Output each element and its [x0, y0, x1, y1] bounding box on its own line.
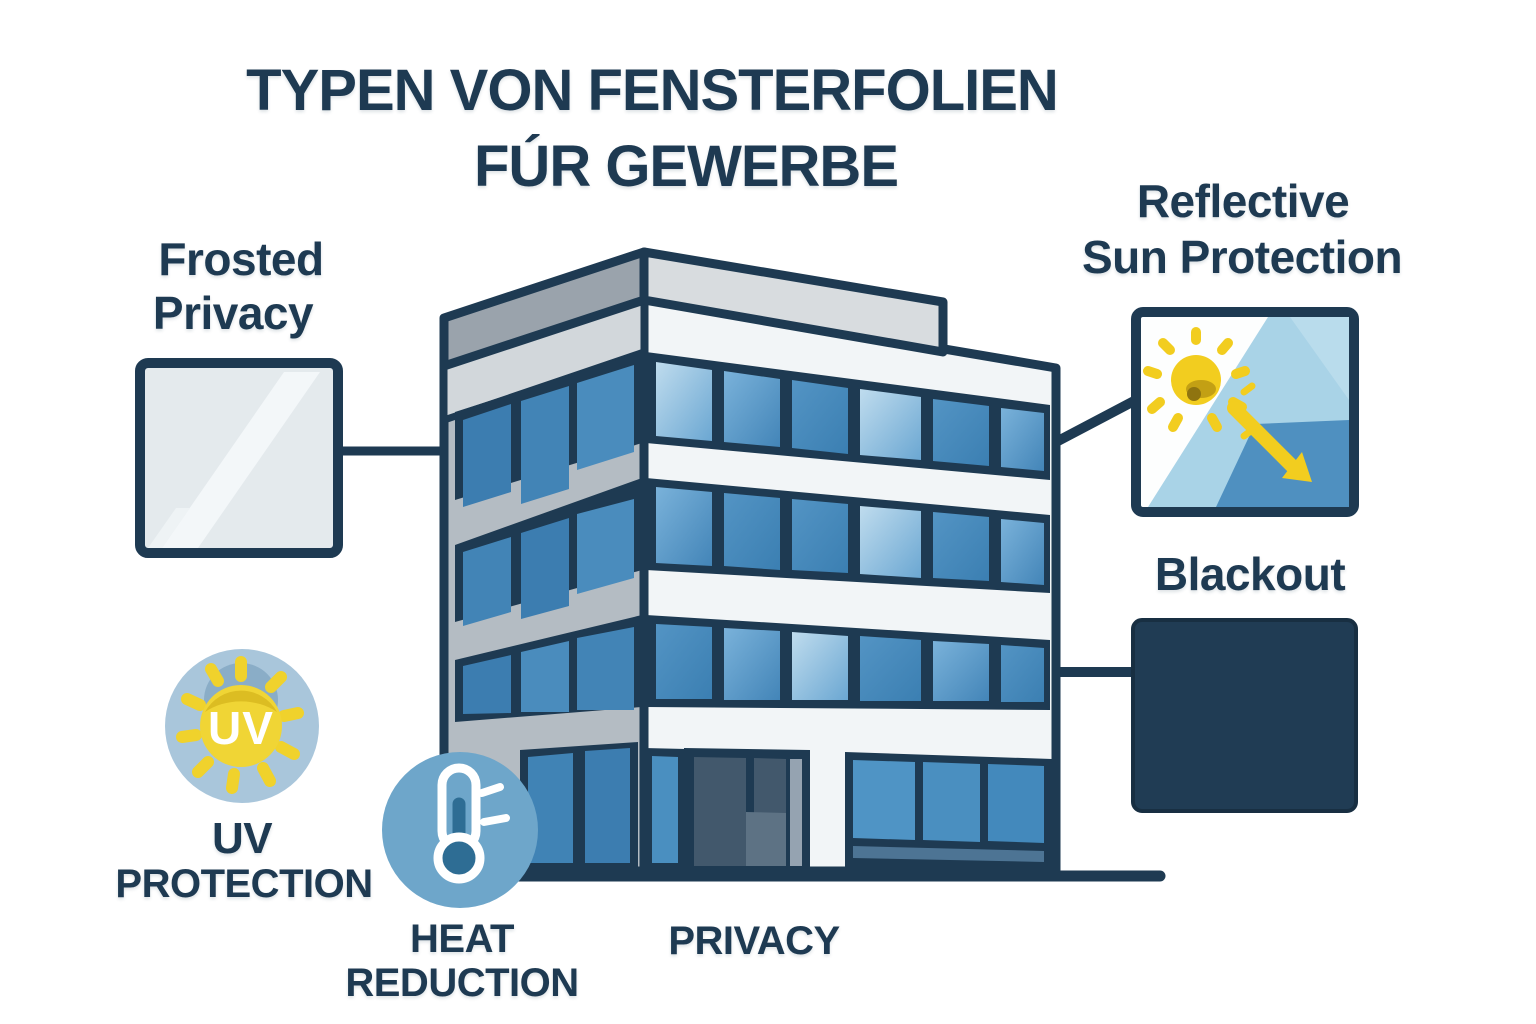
label-uv-line-1: UV [211, 814, 273, 863]
label-reflective-line-2: Sun Protection [1081, 231, 1403, 283]
blackout-film-swatch [1131, 618, 1358, 813]
reflection-arrow-icon [1227, 382, 1312, 482]
label-blackout: Blackout [1154, 548, 1346, 600]
frosted-swatch-glare [162, 372, 320, 548]
title-line-2: FÚR GEWERBE [474, 134, 899, 199]
title-line-1: TYPEN VON FENSTERFOLIEN [246, 58, 1059, 123]
sun-icon [1143, 327, 1250, 432]
frosted-glass-swatch [135, 358, 343, 558]
uv-sun-icon: UV [176, 656, 304, 794]
label-uv-line-2: PROTECTION [115, 862, 373, 906]
label-heat-line-1: HEAT [410, 917, 514, 961]
label-reflective-line-1: Reflective [1136, 175, 1350, 227]
front-window-row-2 [646, 478, 1050, 593]
uv-badge-text: UV [208, 702, 274, 754]
uv-protection-icon: UV [165, 649, 319, 803]
front-window-row-3 [646, 615, 1050, 710]
reflective-sky-band-light [1290, 317, 1349, 400]
thermometer-icon [433, 763, 510, 884]
entrance-door [684, 748, 810, 873]
front-ground-windows-right [845, 752, 1052, 871]
frosted-swatch-glare-small [148, 508, 190, 548]
roof-slab-front [639, 247, 948, 357]
side-window-row-2 [455, 478, 642, 626]
label-heat-line-2: REDUCTION [345, 961, 579, 1005]
label-frosted-line-2: Privacy [152, 287, 314, 339]
reflective-glass-swatch [1131, 307, 1359, 517]
side-window-row-1 [455, 352, 642, 507]
heat-reduction-icon [382, 752, 538, 908]
side-window-row-3 [455, 615, 642, 722]
spandrel-band [853, 846, 1044, 862]
label-frosted-line-1: Frosted [158, 233, 324, 285]
side-ground-windows [520, 742, 638, 871]
front-window-row-1 [646, 352, 1050, 480]
front-ground-window-left [644, 748, 686, 871]
label-privacy: PRIVACY [668, 919, 840, 963]
office-building [439, 247, 1166, 882]
